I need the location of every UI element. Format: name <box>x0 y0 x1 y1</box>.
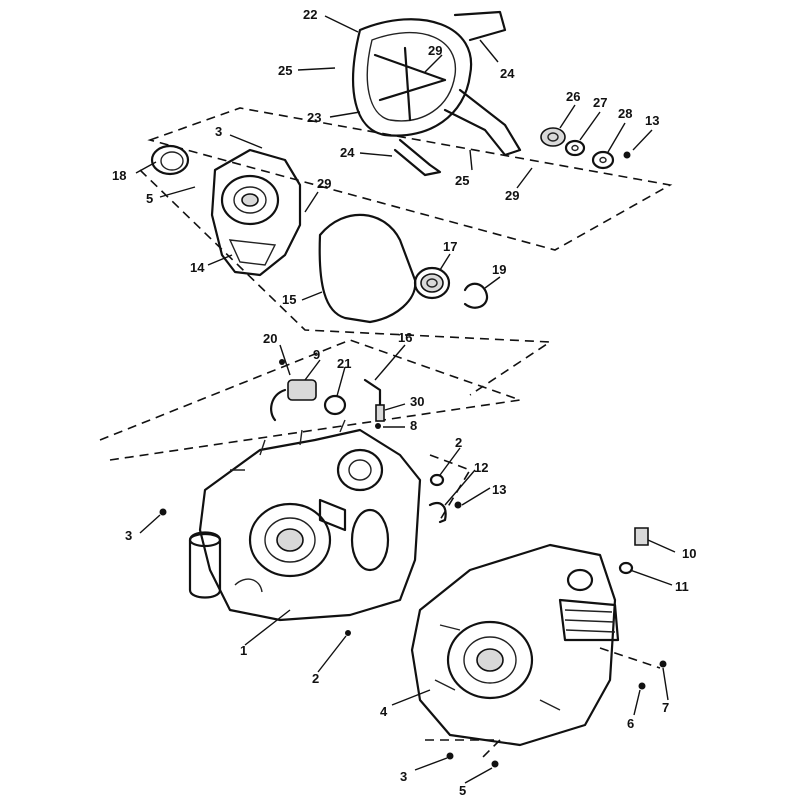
callout-3: 3 <box>400 769 407 784</box>
callout-11: 11 <box>675 579 689 594</box>
callout-28: 28 <box>618 106 632 121</box>
callout-3: 3 <box>215 124 222 139</box>
callout-1: 1 <box>240 643 247 658</box>
callout-2: 2 <box>455 435 462 450</box>
leader-lines <box>135 15 676 784</box>
callout-20: 20 <box>263 331 277 346</box>
callout-9: 9 <box>313 347 320 362</box>
callout-24: 24 <box>500 66 515 81</box>
callout-5: 5 <box>146 191 153 206</box>
bearing-washer-set <box>540 127 631 170</box>
callout-22: 22 <box>303 7 317 22</box>
callout-29: 29 <box>317 176 331 191</box>
callout-12: 12 <box>474 460 488 475</box>
callout-13: 13 <box>492 482 506 497</box>
bolts-lower <box>446 660 667 768</box>
callout-10: 10 <box>682 546 696 561</box>
callout-29: 29 <box>428 43 442 58</box>
callout-8: 8 <box>410 418 417 433</box>
side-cover <box>210 148 302 277</box>
callout-15: 15 <box>282 292 296 307</box>
callout-21: 21 <box>337 356 351 371</box>
assembly-frame-upper <box>147 107 673 251</box>
sensor-assembly <box>270 359 385 429</box>
left-crankcase <box>188 419 422 622</box>
callout-6: 6 <box>627 716 634 731</box>
fan-shroud <box>352 10 522 177</box>
callout-19: 19 <box>492 262 506 277</box>
oil-seal <box>150 144 190 176</box>
bearing-and-circlip <box>413 266 489 309</box>
callout-2: 2 <box>312 671 319 686</box>
callout-23: 23 <box>307 110 321 125</box>
callout-25: 25 <box>278 63 292 78</box>
drain-plug <box>618 527 649 575</box>
callout-14: 14 <box>190 260 205 275</box>
callout-25: 25 <box>455 173 469 188</box>
callout-24: 24 <box>340 145 355 160</box>
callout-5: 5 <box>459 783 466 798</box>
assembly-axis-right <box>425 454 661 761</box>
callout-7: 7 <box>662 700 669 715</box>
cover-gasket <box>318 213 417 324</box>
callout-labels: 22 25 29 24 23 24 25 29 26 27 28 13 3 18… <box>112 7 696 798</box>
dowel-and-seal-parts <box>159 473 462 636</box>
callout-26: 26 <box>566 89 580 104</box>
callout-17: 17 <box>443 239 457 254</box>
callout-13: 13 <box>645 113 659 128</box>
callout-29: 29 <box>505 188 519 203</box>
callout-30: 30 <box>410 394 424 409</box>
callout-16: 16 <box>398 330 412 345</box>
callout-18: 18 <box>112 168 126 183</box>
assembly-frame-middle <box>139 169 553 396</box>
callout-3: 3 <box>125 528 132 543</box>
callout-27: 27 <box>593 95 607 110</box>
callout-4: 4 <box>380 704 388 719</box>
right-crankcase <box>410 543 620 747</box>
